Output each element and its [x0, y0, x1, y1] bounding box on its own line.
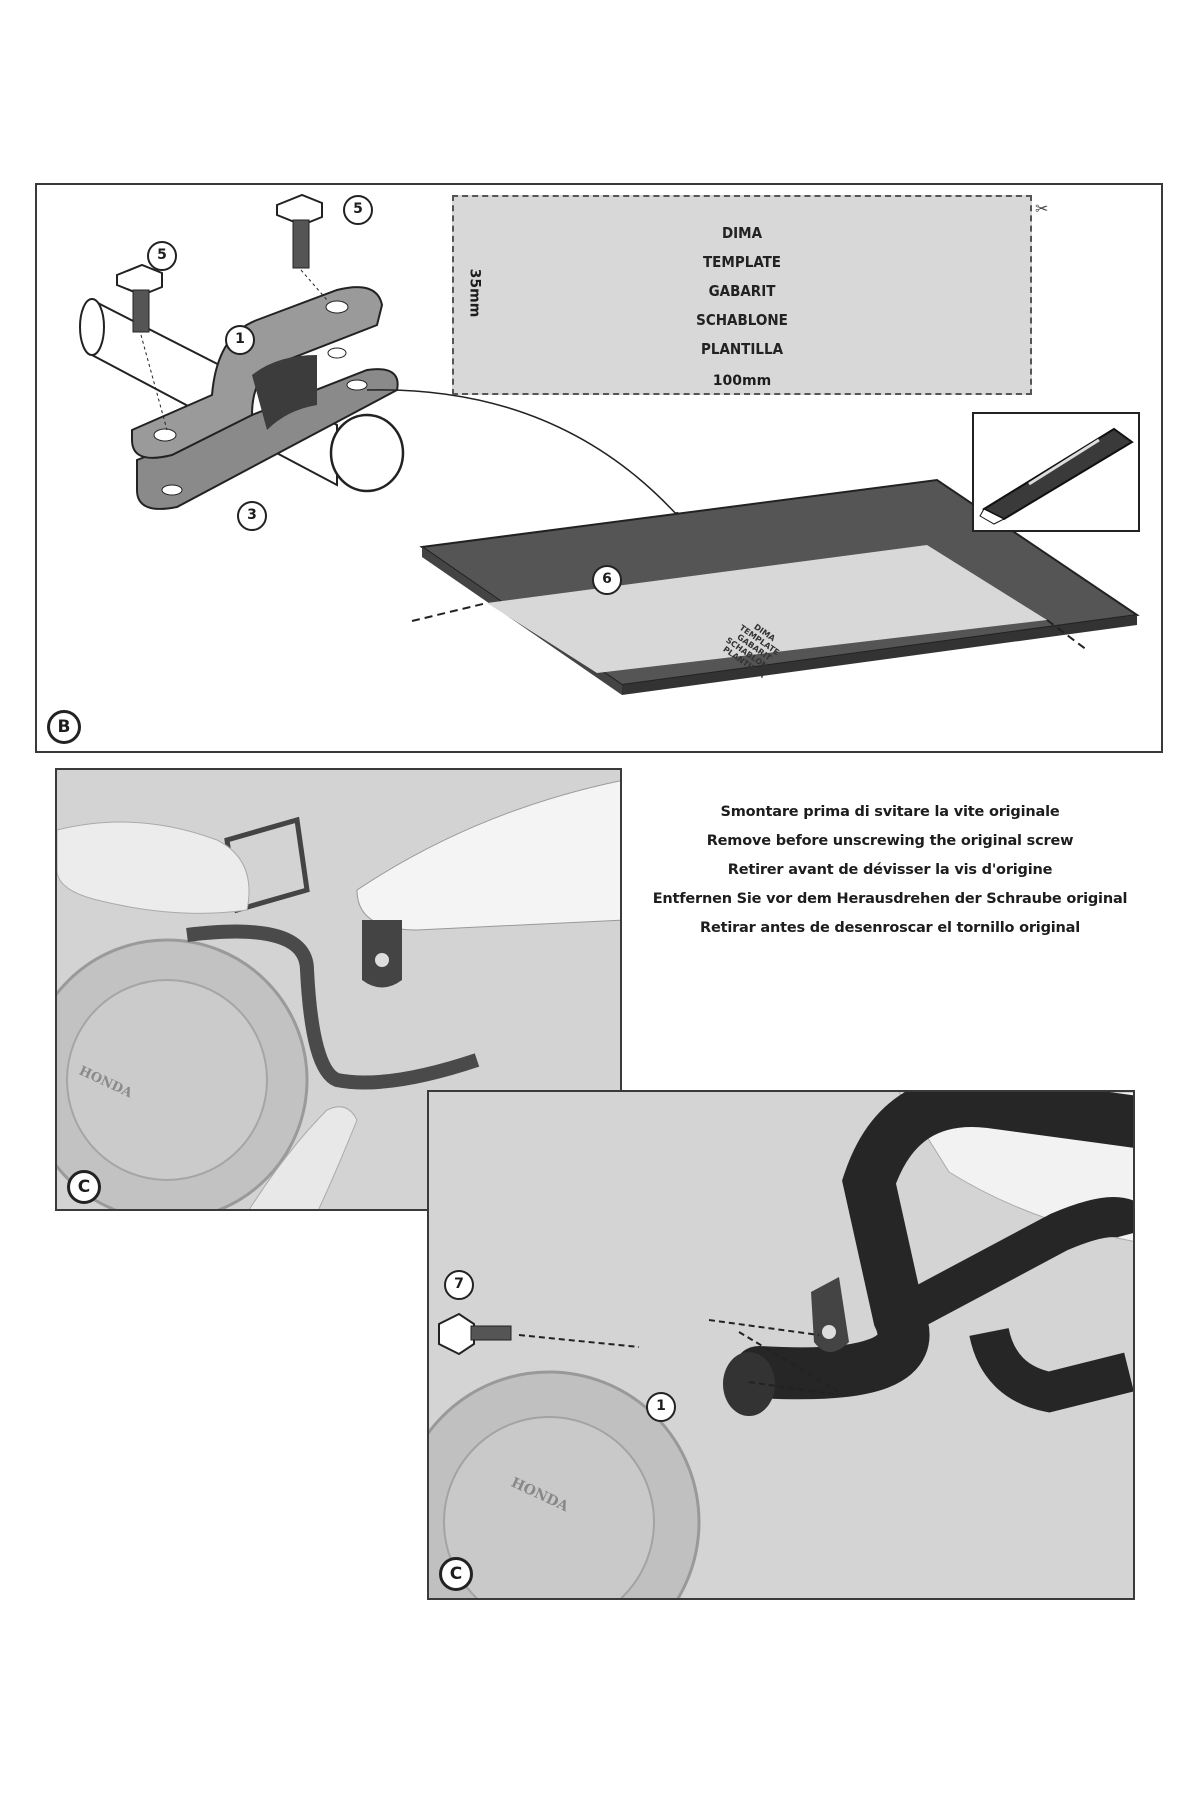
template-height-label: 35mm: [466, 268, 483, 318]
template-width-label: 100mm: [712, 373, 772, 389]
step-letter-badge: B: [47, 710, 81, 744]
screw-right: [276, 193, 328, 301]
panel-c2-photo: HONDA 7 1 C: [427, 1090, 1135, 1600]
template-cutout: DIMA TEMPLATE GABARIT SCHABLONE PLANTILL…: [452, 195, 1032, 395]
screw-part: [438, 1312, 512, 1356]
part-number-badge: 1: [225, 325, 255, 355]
part-number-badge: 1: [646, 1392, 676, 1422]
template-text: DIMA TEMPLATE GABARIT SCHABLONE PLANTILL…: [454, 219, 1030, 364]
step-letter-badge: C: [67, 1170, 101, 1204]
template-line: PLANTILLA: [700, 340, 784, 358]
instruction-line-fr: Retirer avant de dévisser la vis d'origi…: [727, 862, 1053, 878]
instruction-text: Smontare prima di svitare la vite origin…: [640, 798, 1140, 943]
instruction-line-es: Retirar antes de desenroscar el tornillo…: [699, 920, 1081, 936]
screw-left: [116, 263, 168, 431]
template-line: GABARIT: [708, 282, 776, 300]
part-number-badge: 3: [237, 501, 267, 531]
instruction-line-en: Remove before unscrewing the original sc…: [706, 833, 1074, 849]
scissors-icon: ✂: [1035, 201, 1049, 218]
part-number-badge: 6: [592, 565, 622, 595]
template-line: SCHABLONE: [696, 311, 788, 329]
clamp-illustration: [79, 193, 1140, 695]
part-number-badge: 5: [147, 241, 177, 271]
template-sheet: [411, 478, 1140, 695]
template-line: DIMA: [721, 224, 763, 242]
clamp-upper: [131, 286, 384, 459]
instruction-line-de: Entfernen Sie vor dem Herausdrehen der S…: [652, 891, 1128, 907]
part-number-badge: 5: [343, 195, 373, 225]
panel-b: DIMA TEMPLATE GABARIT SCHABLONE PLANTILL…: [35, 183, 1163, 753]
template-line: TEMPLATE: [702, 253, 782, 271]
part-number-badge: 7: [444, 1270, 474, 1300]
step-letter-badge: C: [439, 1557, 473, 1591]
instruction-line-it: Smontare prima di svitare la vite origin…: [720, 804, 1060, 820]
clamp-lower: [136, 368, 399, 510]
cutter-knife-icon: [972, 412, 1140, 532]
